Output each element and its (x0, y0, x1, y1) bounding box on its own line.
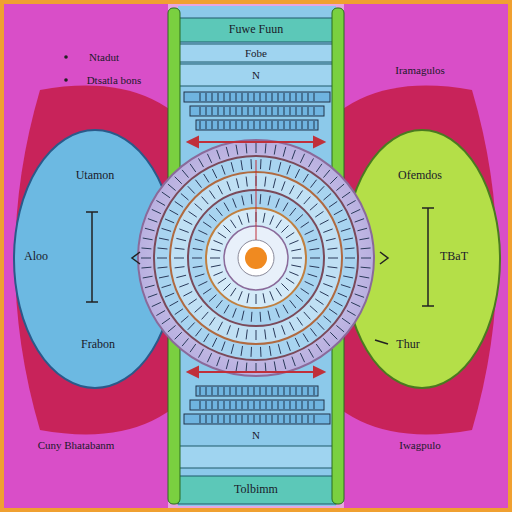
label-text: Iramagulos (395, 64, 444, 76)
label-text: Dtsatla bons (87, 74, 142, 86)
node-text: TBaT (440, 250, 468, 263)
node-text: Utamon (76, 169, 115, 182)
label-text: Cuny Bhatabanm (38, 439, 115, 451)
node-text: N (252, 69, 260, 81)
node-text: N (252, 429, 260, 441)
node-text: Thur (396, 338, 419, 351)
node-text: Fobe (245, 47, 267, 59)
node-text: Tolbimm (234, 483, 278, 496)
label-text: Ntadut (89, 51, 119, 63)
node-text: Fuwe Fuun (229, 23, 283, 36)
node-text: Aloo (24, 250, 48, 263)
node-text: Frabon (81, 338, 115, 351)
label-text: Iwagpulo (399, 439, 441, 451)
node-text: Ofemdos (398, 169, 442, 182)
